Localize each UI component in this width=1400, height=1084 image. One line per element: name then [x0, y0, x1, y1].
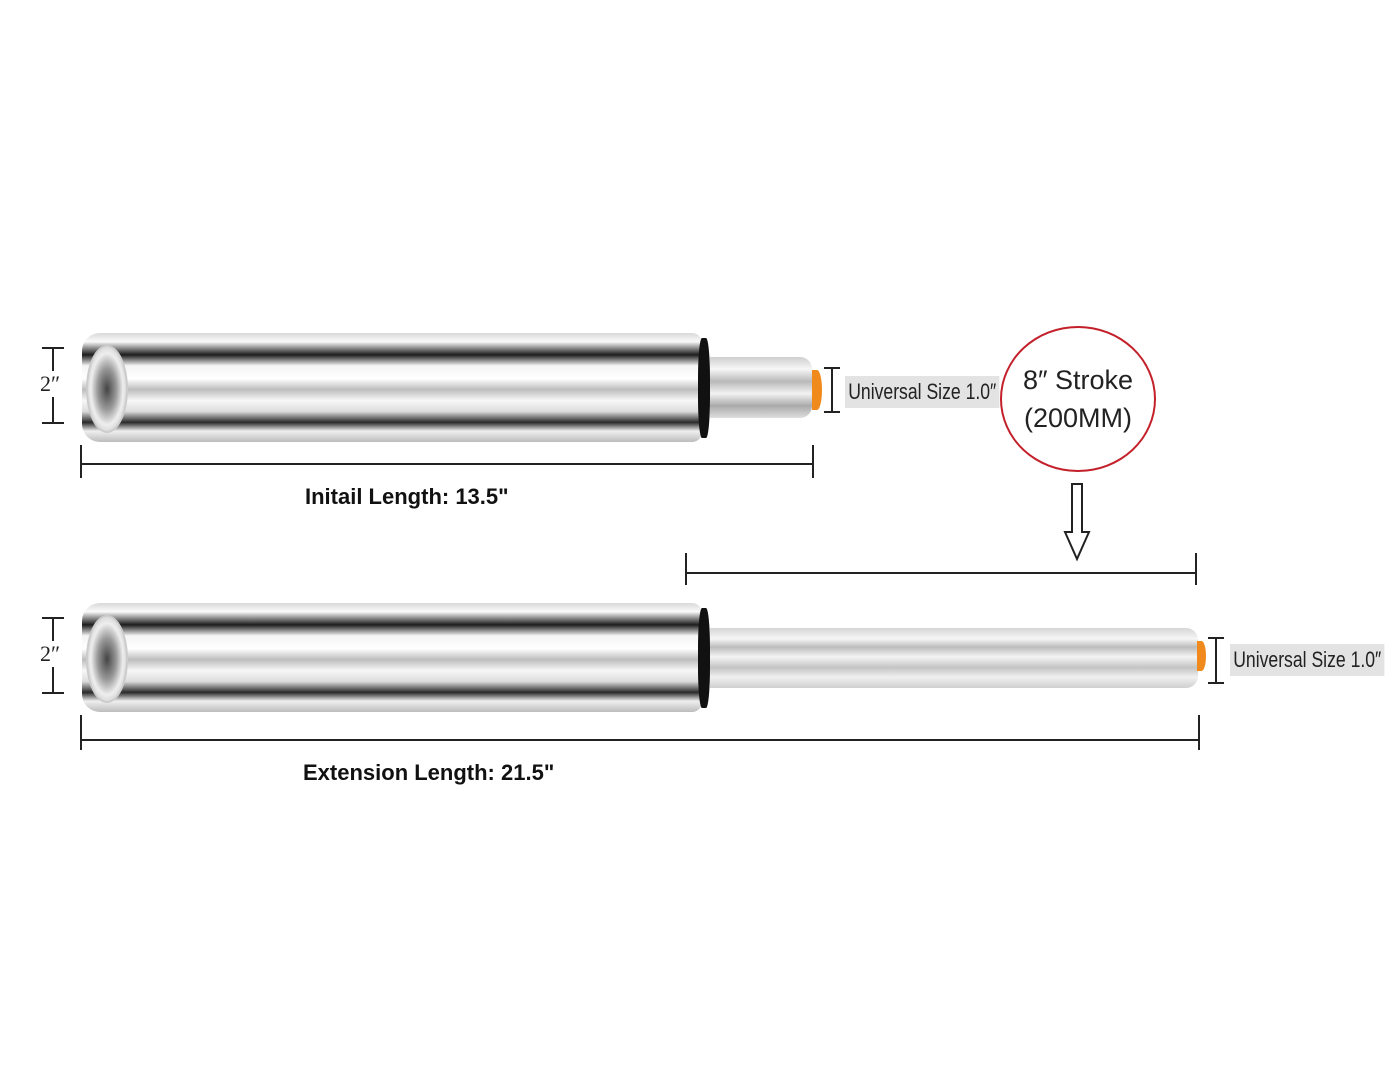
stroke-circle: 8″ Stroke (200MM) — [1000, 326, 1156, 472]
extension-length-line — [80, 739, 1200, 741]
bottom-diameter-bracket-cap — [42, 617, 64, 619]
bottom-diameter-label: 2″ — [40, 641, 61, 667]
top-size-bracket — [831, 367, 833, 412]
top-piston-tip — [812, 370, 822, 410]
bottom-cylinder-endcap — [86, 615, 128, 703]
extension-length-tick — [80, 715, 82, 750]
bottom-universal-size-label: Universal Size 1.0″ — [1230, 644, 1385, 676]
down-arrow-icon — [1063, 483, 1091, 562]
extension-length-label: Extension Length: 21.5" — [303, 760, 555, 785]
top-diameter-bracket-cap — [42, 347, 64, 349]
stroke-line2: (200MM) — [1023, 403, 1132, 433]
bottom-size-bracket-cap — [1208, 637, 1224, 639]
top-cylinder-body — [82, 333, 702, 442]
stroke-line1: 8″ Stroke — [1022, 365, 1134, 395]
stroke-length-line — [685, 572, 1197, 574]
stroke-length-tick — [685, 553, 687, 585]
top-size-bracket-cap — [824, 367, 840, 369]
top-diameter-bracket-cap — [42, 422, 64, 424]
top-length-line — [80, 463, 814, 465]
top-diameter-label: 2″ — [40, 371, 61, 397]
bottom-piston-rod — [710, 628, 1198, 688]
top-size-bracket-cap — [824, 411, 840, 413]
bottom-size-bracket — [1215, 637, 1217, 683]
bottom-cylinder-ring — [698, 608, 710, 708]
bottom-size-bracket-cap — [1208, 682, 1224, 684]
bottom-diameter-bracket-cap — [42, 692, 64, 694]
top-cylinder-endcap — [86, 345, 128, 433]
top-length-tick — [80, 445, 82, 478]
bottom-piston-tip — [1197, 641, 1206, 671]
top-piston — [710, 357, 812, 418]
stroke-length-tick — [1195, 553, 1197, 585]
bottom-cylinder-body — [82, 603, 702, 712]
top-length-tick — [812, 445, 814, 478]
extension-length-tick — [1198, 715, 1200, 750]
initial-length-label: Initail Length: 13.5" — [305, 484, 509, 509]
top-cylinder-ring — [698, 338, 710, 438]
top-universal-size-label: Universal Size 1.0″ — [845, 376, 1000, 408]
